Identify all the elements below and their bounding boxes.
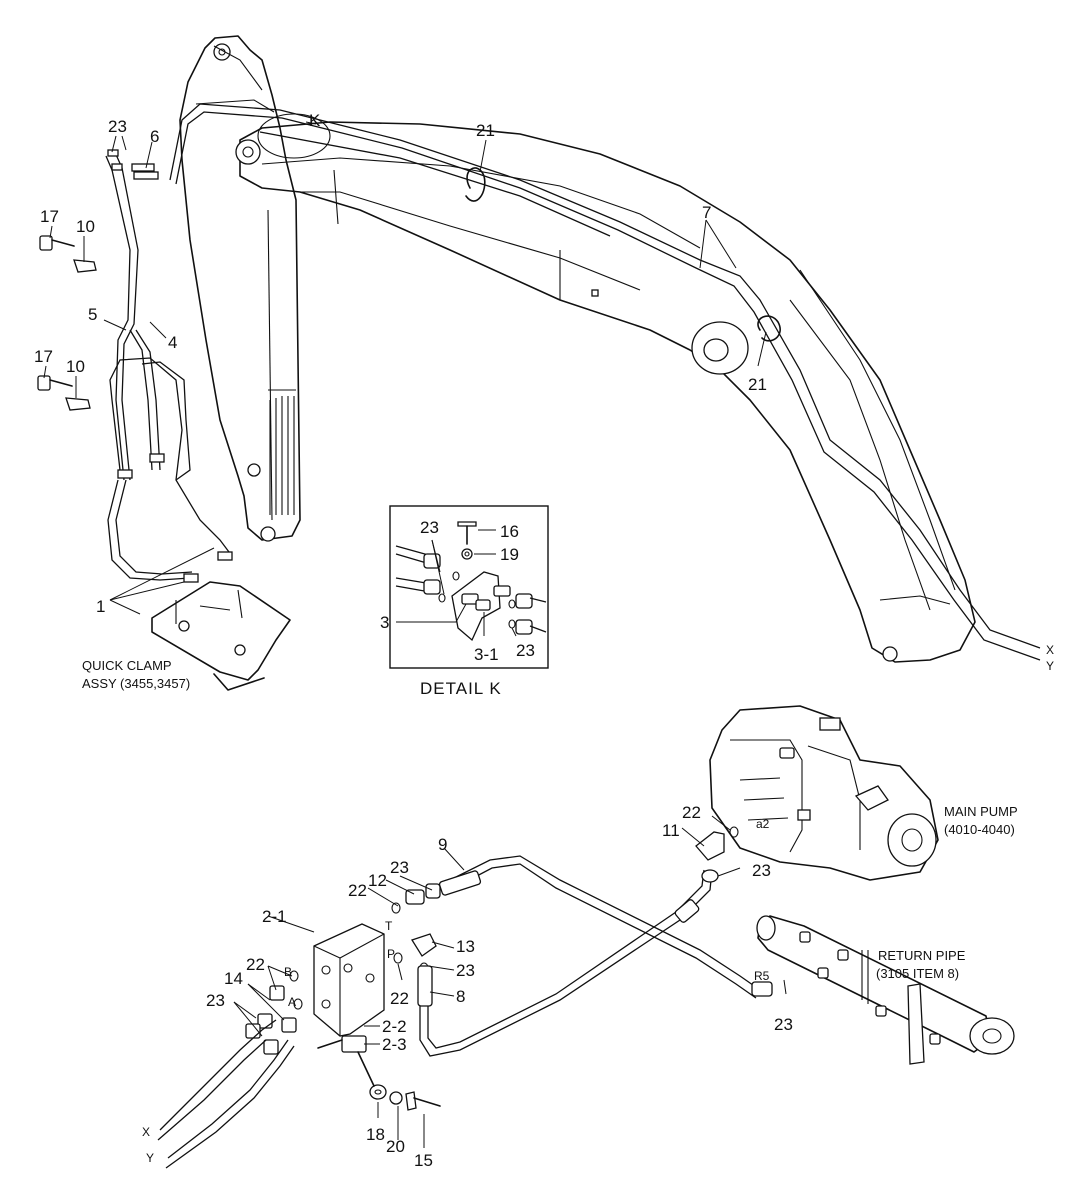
label-10-upper: 10 [76,217,95,236]
port-p: P [387,947,395,961]
main-pump [709,705,939,881]
label-9: 9 [438,835,447,854]
bolt-15-washers [357,1051,441,1111]
port-r5: R5 [754,969,770,983]
label-6: 6 [150,127,159,146]
boom-pipes-7 [169,103,1041,661]
label-2-2: 2-2 [382,1017,407,1036]
hose-9 [449,855,761,991]
hose-y-bottom [167,1039,289,1159]
valve-2-1 [289,902,429,1053]
label-21-lower: 21 [748,375,767,394]
hose-9-edge [453,863,757,999]
port-y-top: Y [1046,659,1054,673]
caption-return-pipe-line2: (3105 ITEM 8) [876,966,959,981]
arm-hoses [105,149,233,583]
label-14: 14 [224,969,243,988]
boom [235,121,976,663]
caption-main-pump-line2: (4010-4040) [944,822,1015,837]
label-22-valve-right: 22 [390,989,409,1008]
caption-detail-k: DETAIL K [420,679,502,698]
lower-leaders [233,815,787,1148]
label-17-upper: 17 [40,207,59,226]
label-3-1: 3-1 [474,645,499,664]
label-23-valve-top: 23 [390,858,409,877]
hose-y-bottom-edge [165,1045,295,1169]
label-7: 7 [702,203,711,222]
label-11: 11 [662,821,680,840]
caption-quick-clamp-line1: QUICK CLAMP [82,658,172,673]
port-x-top: X [1046,643,1054,657]
part-number-labels: 23 6 17 10 5 4 17 10 1 21 7 21 K 23 16 1… [34,111,793,1170]
return-pipe [756,915,1015,1065]
label-23-valve-right: 23 [456,961,475,980]
label-22-pump: 22 [682,803,701,822]
label-13: 13 [456,937,475,956]
caption-return-pipe-line1: RETURN PIPE [878,948,966,963]
hose-x-bottom-edge [157,1039,267,1141]
hose-clamp-21a [465,167,486,202]
port-a: A [288,995,296,1009]
hose-clamp-21b [757,315,781,342]
label-23-return: 23 [774,1015,793,1034]
label-23-pump: 23 [752,861,771,880]
label-17-lower: 17 [34,347,53,366]
label-4: 4 [168,333,177,352]
caption-quick-clamp-line2: ASSY (3455,3457) [82,676,190,691]
label-10-lower: 10 [66,357,85,376]
label-2-1: 2-1 [262,907,287,926]
port-t: T [385,919,393,933]
label-19: 19 [500,545,519,564]
label-23-detail-left: 23 [420,518,439,537]
port-labels: T P B A R5 a2 X Y X Y [142,643,1054,1165]
arm [179,35,301,542]
hose-8-edge [427,869,705,1049]
label-23-detail-right: 23 [516,641,535,660]
label-k: K [309,111,321,130]
port-a2: a2 [756,817,770,831]
quick-clamp-assy [151,581,291,691]
detail-k [389,505,549,669]
label-5: 5 [88,305,97,324]
label-1: 1 [96,597,105,616]
label-21-upper: 21 [476,121,495,140]
label-22-valve-top: 22 [348,881,367,900]
label-2-3: 2-3 [382,1035,407,1054]
label-16: 16 [500,522,519,541]
label-23-top: 23 [108,117,127,136]
hose-x-bottom [159,1019,277,1131]
label-18: 18 [366,1125,385,1144]
clamps-and-bolts [37,235,97,411]
label-8: 8 [456,987,465,1006]
label-15: 15 [414,1151,433,1170]
captions: QUICK CLAMP ASSY (3455,3457) DETAIL K MA… [82,658,1018,981]
hose-8 [419,869,713,1057]
detail-k-circle [257,113,331,159]
port-x-bottom: X [142,1125,150,1139]
tee-11 [695,826,739,861]
port-b: B [284,965,292,979]
caption-main-pump-line1: MAIN PUMP [944,804,1018,819]
label-20: 20 [386,1137,405,1156]
port-y-bottom: Y [146,1151,154,1165]
label-12: 12 [368,871,387,890]
top-leaders [43,121,767,615]
label-3: 3 [380,613,389,632]
label-23-valve-left: 23 [206,991,225,1010]
label-22-valve-left: 22 [246,955,265,974]
